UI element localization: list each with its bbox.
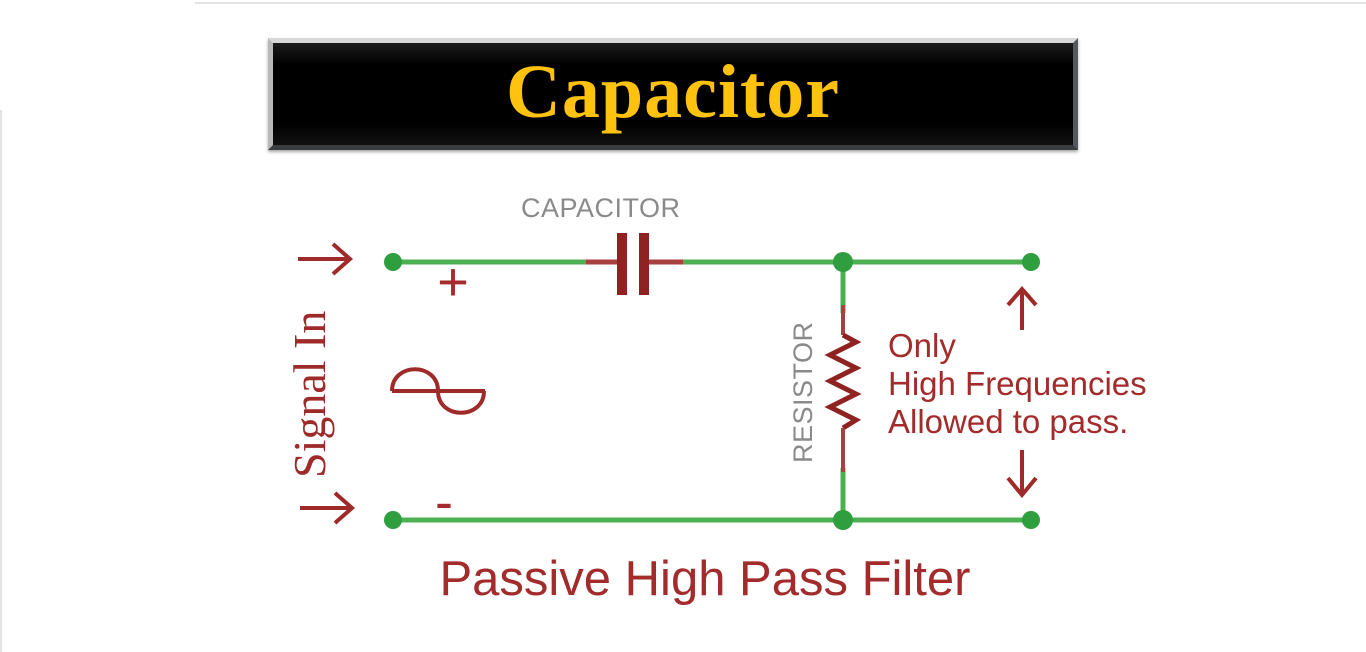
slide-frame-left-edge [0,110,2,652]
resistor-zigzag [824,332,862,431]
circuit-caption: Passive High Pass Filter [439,552,970,606]
node-output-bottom [1022,511,1040,529]
page-title: Capacitor [505,50,841,134]
output-arrow-down [1006,450,1038,499]
node-junction-top [833,252,853,272]
capacitor-label: CAPACITOR [521,193,681,223]
node-input-bottom [384,511,402,529]
signal-in-arrow-top [298,242,354,276]
node-junction-bottom [833,510,853,530]
slide-frame-top-edge [195,2,1366,4]
node-output-top [1022,253,1040,271]
polarity-negative: - [435,472,453,532]
capacitor-plate-right [639,233,649,295]
capacitor-plate-left [617,233,627,295]
polarity-positive: + [437,252,469,312]
resistor-label: RESISTOR [788,321,818,463]
output-note-line-2: High Frequencies [888,365,1147,402]
title-banner-inner: Capacitor [273,43,1073,145]
output-note-line-3: Allowed to pass. [888,403,1128,440]
signal-in-label: Signal In [284,311,335,478]
node-input-top [384,253,402,271]
title-banner: Capacitor [268,38,1078,150]
output-arrow-up [1006,285,1038,330]
output-note-line-1: Only [888,327,956,364]
signal-in-arrow-bottom [300,491,356,525]
sine-wave-icon [390,367,486,415]
